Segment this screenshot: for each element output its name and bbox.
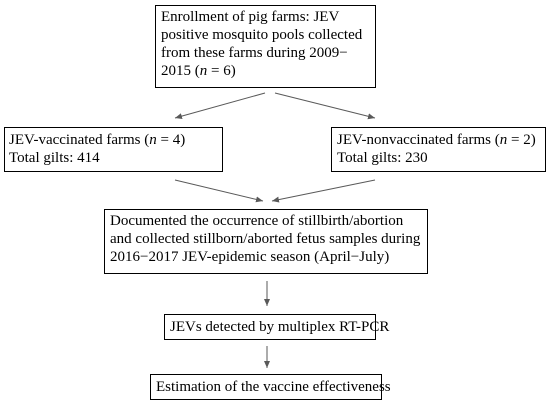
enrollment-n-symbol: n xyxy=(199,63,208,79)
arrow-nonvaccinated-to-documented xyxy=(271,179,376,203)
arrow-vaccinated-to-documented xyxy=(174,179,264,203)
nonvaccinated-line-1: JEV-nonvaccinated farms (n = 2) xyxy=(337,131,540,149)
vaccinated-total-gilts: Total gilts: 414 xyxy=(9,150,100,166)
nonvaccinated-total-gilts: Total gilts: 230 xyxy=(337,150,428,166)
estimation-label: Estimation of the vaccine effectiveness xyxy=(156,379,391,395)
nonvaccinated-n-symbol: n xyxy=(499,132,508,148)
enrollment-line-4: 2015 (n = 6) xyxy=(161,62,370,80)
vaccinated-line-1-pre: JEV-vaccinated farms ( xyxy=(9,132,150,148)
detection-box: JEVs detected by multiplex RT-PCR xyxy=(164,314,390,340)
documented-occurrence-box: Documented the occurrence of stillbirth/… xyxy=(104,209,428,274)
enrollment-line-4-pre: 2015 ( xyxy=(161,63,200,79)
enrollment-line-1: Enrollment of pig farms: JEV xyxy=(161,9,340,25)
detection-label: JEVs detected by multiplex RT-PCR xyxy=(170,319,390,335)
nonvaccinated-line-1-pre: JEV-nonvaccinated farms ( xyxy=(337,132,500,148)
arrow-enrollment-to-vaccinated xyxy=(174,92,266,120)
documented-line-2: and collected stillborn/aborted fetus sa… xyxy=(110,231,421,247)
documented-line-1: Documented the occurrence of stillbirth/… xyxy=(110,213,404,229)
enrollment-box: Enrollment of pig farms: JEV positive mo… xyxy=(155,5,376,88)
nonvaccinated-farms-box: JEV-nonvaccinated farms (n = 2) Total gi… xyxy=(331,127,546,172)
estimation-box: Estimation of the vaccine effectiveness xyxy=(150,374,391,400)
arrow-enrollment-to-nonvaccinated xyxy=(274,92,376,120)
vaccinated-line-1-post: = 4) xyxy=(156,132,186,148)
vaccinated-line-1: JEV-vaccinated farms (n = 4) xyxy=(9,131,218,149)
enrollment-line-2: positive mosquito pools collected xyxy=(161,27,363,43)
nonvaccinated-line-1-post: = 2) xyxy=(507,132,536,148)
vaccinated-farms-box: JEV-vaccinated farms (n = 4) Total gilts… xyxy=(4,127,223,172)
enrollment-line-3: from these farms during 2009− xyxy=(161,45,348,61)
vaccinated-n-symbol: n xyxy=(149,132,157,148)
documented-line-3: 2016−2017 JEV-epidemic season (April−Jul… xyxy=(110,249,390,265)
enrollment-line-4-post: = 6) xyxy=(207,63,236,79)
